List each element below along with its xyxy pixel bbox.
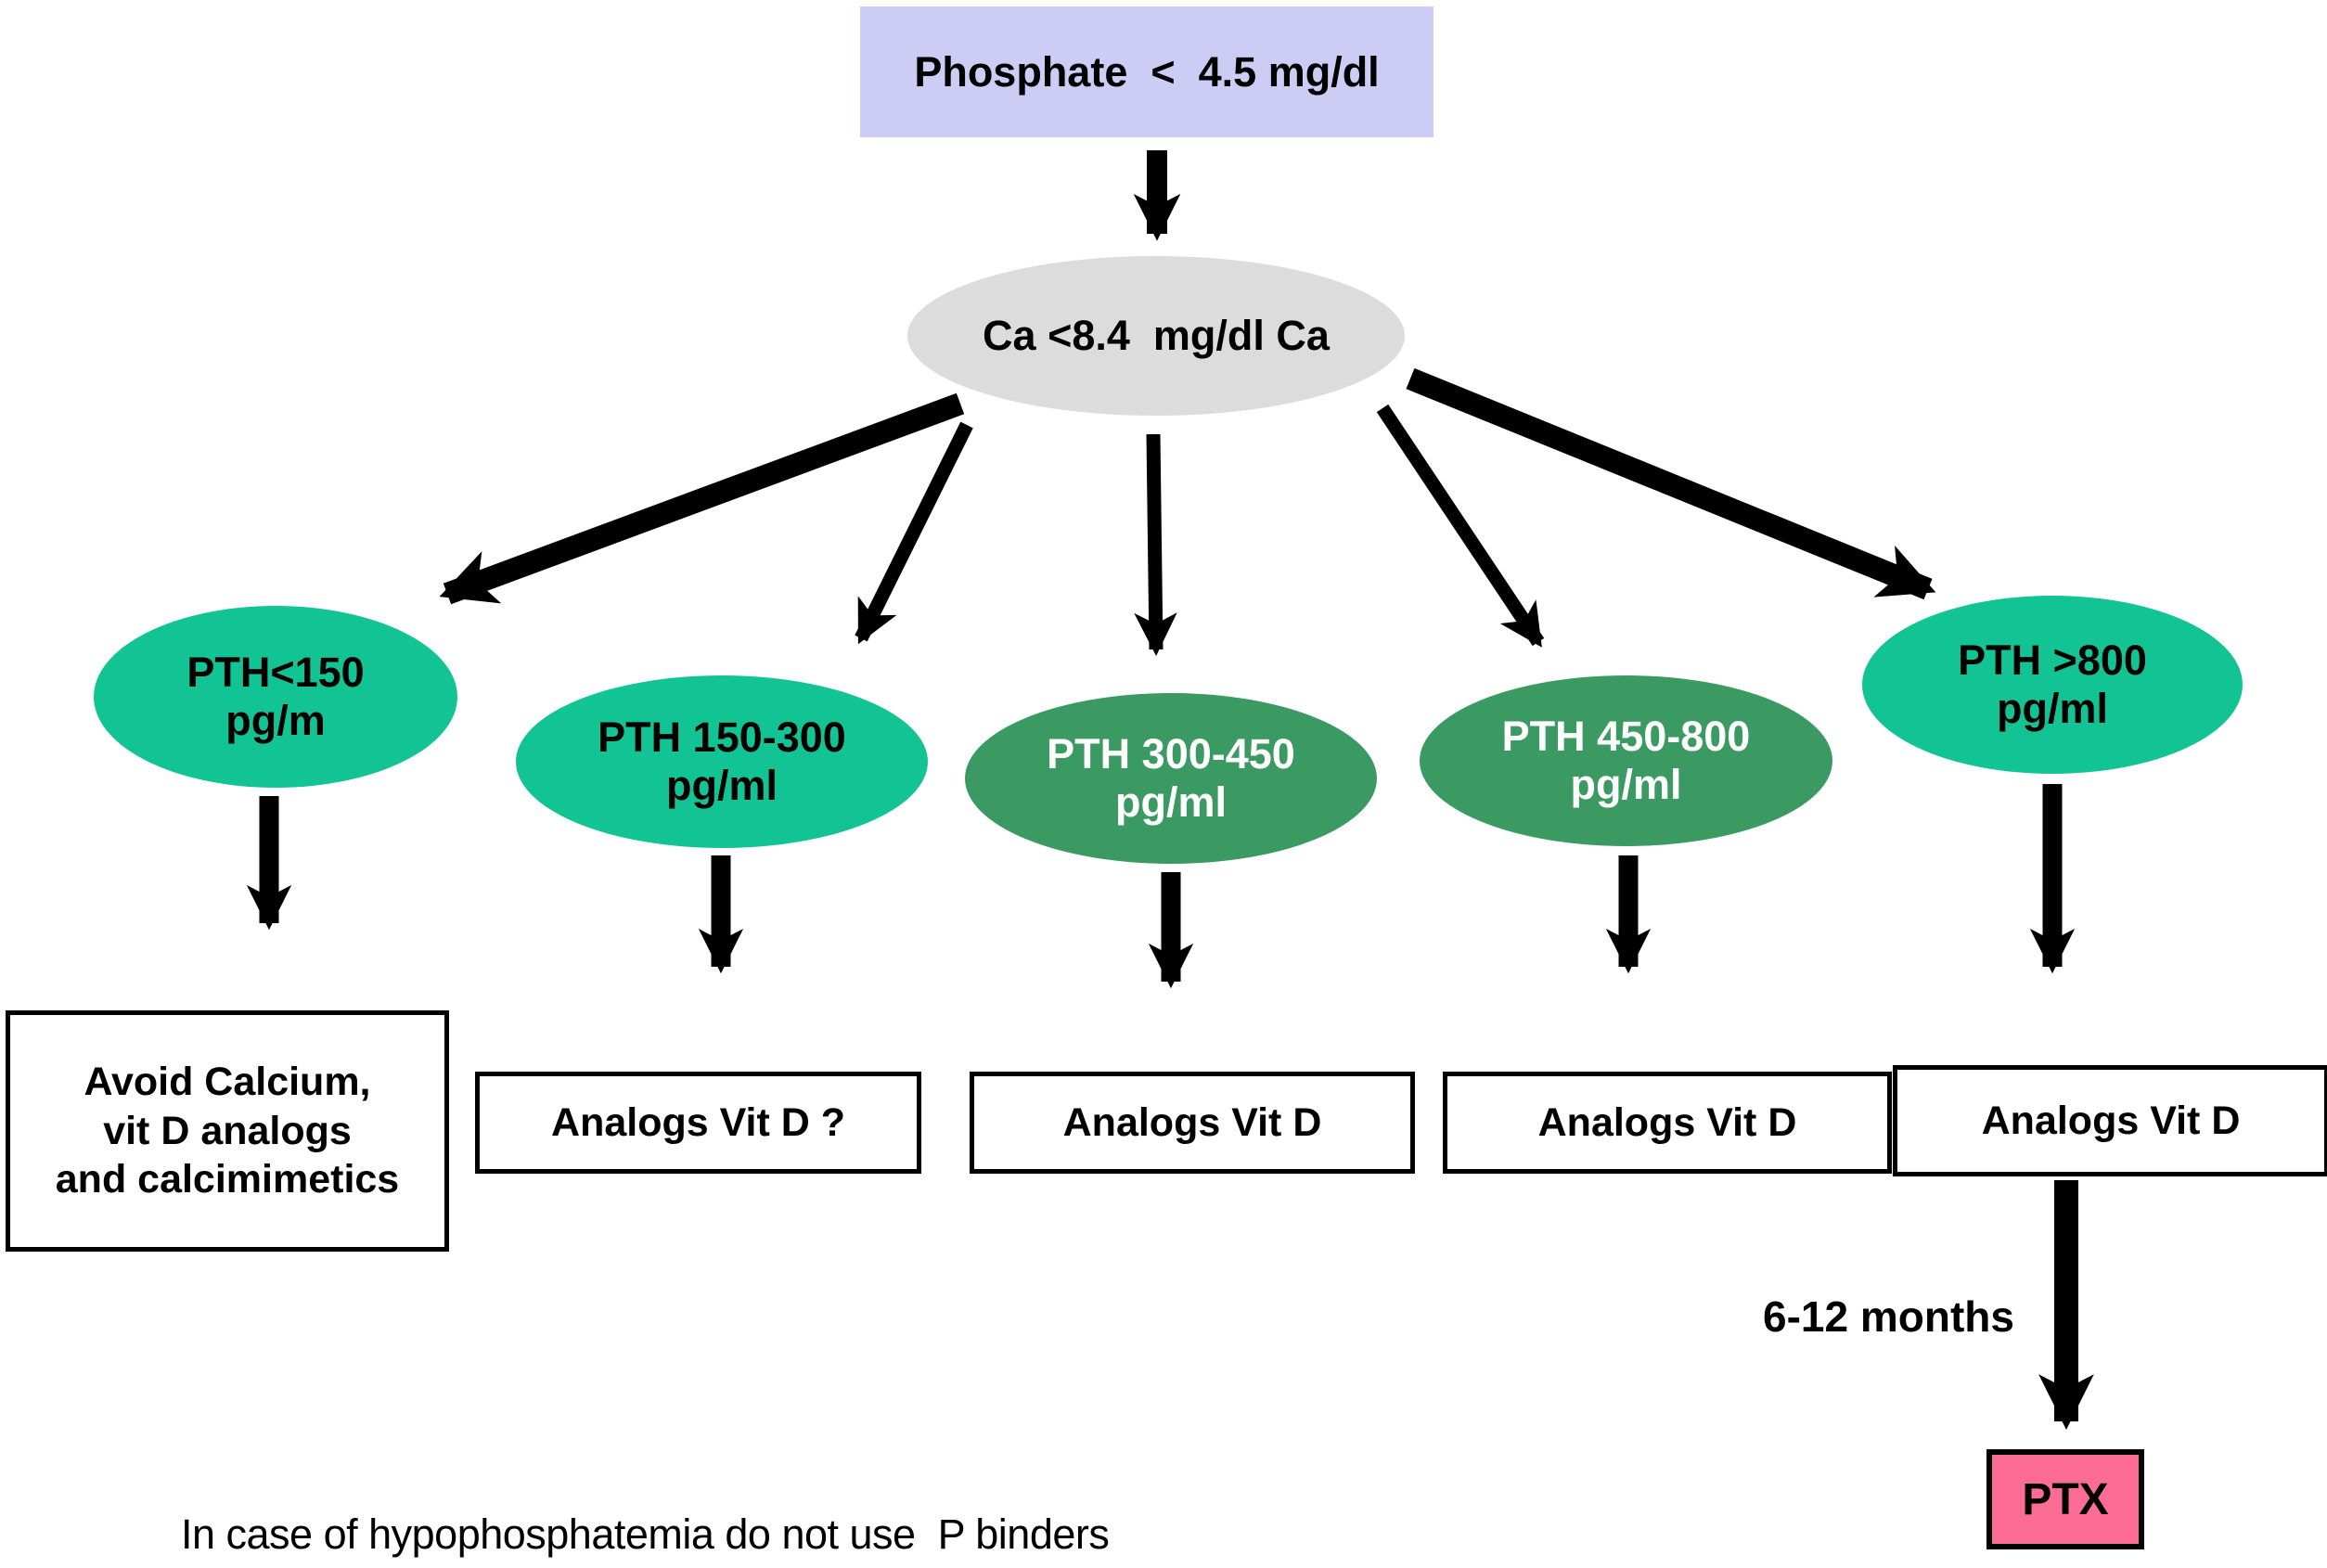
action-avoid-calcium-line1: Avoid Calcium, (84, 1060, 371, 1105)
action-analogs-vit-d-1: Analogs Vit D (970, 1072, 1415, 1174)
node-pth-300-450-line1: PTH 300-450 (1047, 729, 1295, 778)
action-analogs-vit-d-2: Analogs Vit D (1443, 1072, 1892, 1174)
arrow-decision-to-pth4 (1376, 404, 1545, 648)
node-calcium-decision-label: Ca <8.4 mg/dl Ca (983, 312, 1330, 359)
action-analogs-vit-d-question-label: Analogs Vit D ? (551, 1099, 845, 1145)
node-pth-150-300: PTH 150-300 pg/ml (516, 675, 928, 848)
action-avoid-calcium-line3: and calcimimetics (55, 1157, 400, 1202)
arrow-decision-to-pth5 (1406, 367, 1936, 600)
node-pth-gt-800-line1: PTH >800 (1958, 636, 2147, 684)
action-avoid-calcium: Avoid Calcium, vit D analogs and calcimi… (6, 1010, 449, 1252)
node-pth-450-800: PTH 450-800 pg/ml (1420, 675, 1832, 846)
node-pth-lt-150-line2: pg/m (225, 697, 326, 744)
node-calcium-decision: Ca <8.4 mg/dl Ca (907, 256, 1405, 416)
arrow-decision-to-pth1 (439, 392, 965, 605)
node-pth-lt-150-line1: PTH<150 (186, 648, 365, 696)
node-ptx: PTX (1986, 1449, 2144, 1549)
action-analogs-vit-d-1-label: Analogs Vit D (1062, 1099, 1322, 1145)
action-analogs-vit-d-question: Analogs Vit D ? (475, 1072, 921, 1174)
node-phosphate-label: Phosphate < 4.5 mg/dl (914, 47, 1380, 96)
node-pth-450-800-line1: PTH 450-800 (1501, 712, 1751, 760)
node-ptx-label: PTX (2022, 1474, 2109, 1524)
arrow-decision-to-pth3 (1134, 433, 1177, 656)
duration-label: 6-12 months (1763, 1292, 2014, 1341)
action-analogs-vit-d-3: Analogs Vit D (1893, 1065, 2327, 1176)
node-pth-gt-800-line2: pg/ml (1997, 685, 2108, 732)
node-pth-lt-150: PTH<150 pg/m (94, 606, 457, 788)
node-pth-gt-800: PTH >800 pg/ml (1862, 596, 2243, 774)
action-avoid-calcium-line2: vit D analogs (103, 1108, 352, 1153)
node-pth-450-800-line2: pg/ml (1570, 761, 1682, 808)
node-pth-300-450: PTH 300-450 pg/ml (965, 693, 1377, 864)
action-analogs-vit-d-3-label: Analogs Vit D (1981, 1098, 2241, 1143)
arrow-decision-to-pth2 (855, 421, 973, 645)
footnote: In case of hypophosphatemia do not use P… (181, 1510, 1110, 1558)
node-pth-150-300-line2: pg/ml (666, 762, 778, 809)
node-pth-300-450-line2: pg/ml (1115, 778, 1227, 826)
node-phosphate: Phosphate < 4.5 mg/dl (860, 6, 1433, 137)
node-pth-150-300-line1: PTH 150-300 (598, 713, 846, 761)
action-analogs-vit-d-2-label: Analogs Vit D (1537, 1099, 1797, 1145)
